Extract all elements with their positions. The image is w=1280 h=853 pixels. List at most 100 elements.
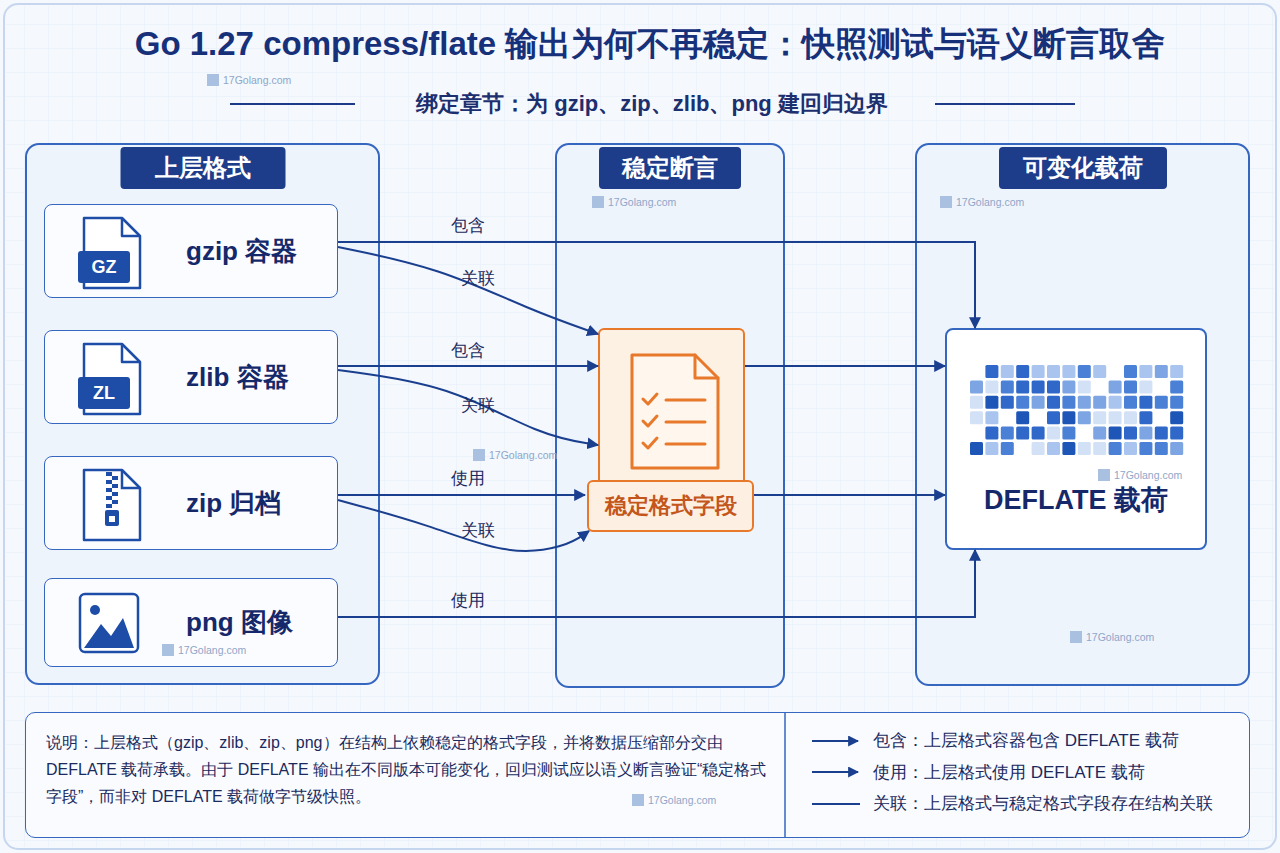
format-box: GZ gzip 容器 xyxy=(44,204,338,298)
edge-label: 包含 xyxy=(451,214,485,237)
mosaic-cell xyxy=(1093,396,1106,409)
edge-label: 关联 xyxy=(461,394,495,417)
mosaic-cell xyxy=(1078,380,1091,393)
mosaic-cell xyxy=(1062,396,1075,409)
zipper-teeth xyxy=(105,472,119,526)
mosaic-cell xyxy=(1170,365,1183,378)
mosaic-cell xyxy=(985,365,998,378)
panel-heading: 稳定断言 xyxy=(599,147,741,189)
connector-arrow xyxy=(338,550,975,617)
mosaic-cell xyxy=(1155,396,1168,409)
mosaic-cell xyxy=(1016,411,1029,424)
mosaic-cell xyxy=(1170,411,1183,424)
mosaic-cell xyxy=(1047,365,1060,378)
zipper-pull-hole xyxy=(109,516,115,522)
watermark: 17Golang.com xyxy=(207,73,291,87)
file-outline xyxy=(84,344,140,414)
legend-text: 使用：上层格式使用 DEFLATE 载荷 xyxy=(873,763,1145,782)
field-label: 稳定格式字段 xyxy=(587,480,754,532)
check-mark xyxy=(643,416,657,426)
zipper-tooth xyxy=(112,476,118,480)
format-label: zlib 容器 xyxy=(186,331,289,423)
mosaic-cell xyxy=(1062,365,1075,378)
png-image-icon xyxy=(80,594,138,652)
payload-label: DEFLATE 载荷 xyxy=(947,482,1205,518)
format-box: zip 归档 xyxy=(44,456,338,550)
zipper-tooth xyxy=(106,480,112,484)
mosaic-cell xyxy=(1001,365,1014,378)
watermark: 17Golang.com xyxy=(940,195,1024,209)
watermark: 17Golang.com xyxy=(592,195,676,209)
mosaic-cell xyxy=(1032,427,1045,440)
file-fold xyxy=(122,344,140,362)
mosaic-cell xyxy=(1062,380,1075,393)
grid-pattern xyxy=(6,6,1274,847)
edge-label: 关联 xyxy=(461,519,495,542)
mosaic-cell xyxy=(1078,411,1091,424)
note-divider xyxy=(784,713,786,837)
edge-label: 关联 xyxy=(461,267,495,290)
mosaic-cell xyxy=(1001,427,1014,440)
mosaic-cell xyxy=(1124,365,1137,378)
image-sun xyxy=(90,605,100,615)
watermark: 17Golang.com xyxy=(473,448,557,462)
format-label: gzip 容器 xyxy=(186,205,297,297)
connector-arrow xyxy=(745,365,945,367)
mosaic-cell xyxy=(1155,365,1168,378)
icon-label: GZ xyxy=(78,251,130,283)
connector-arrow xyxy=(338,494,585,496)
stable-field-box: 稳定格式字段 xyxy=(598,328,745,532)
page-frame xyxy=(4,4,1276,849)
mosaic-cell xyxy=(1078,442,1091,455)
mosaic-cell xyxy=(1109,396,1122,409)
mosaic-cell xyxy=(985,411,998,424)
legend-text: 关联：上层格式与稳定格式字段存在结构关联 xyxy=(873,794,1213,813)
image-mountains xyxy=(84,618,134,648)
mosaic-cell xyxy=(1047,380,1060,393)
mosaic-cell xyxy=(1032,442,1045,455)
gzip-file-icon xyxy=(84,218,140,288)
mosaic-cell xyxy=(970,411,983,424)
mosaic-cell xyxy=(1139,442,1152,455)
payload-mosaic xyxy=(970,365,1183,455)
zipper-pull xyxy=(105,510,119,526)
legend-arrow-sample xyxy=(812,740,858,742)
file-outline xyxy=(84,218,140,288)
mosaic-cell xyxy=(970,380,983,393)
connector-arrow xyxy=(338,365,598,367)
zipper-tooth xyxy=(106,488,112,492)
checklist-line xyxy=(666,443,705,446)
subtitle: 绑定章节：为 gzip、zip、zlib、png 建回归边界 xyxy=(416,89,888,119)
mosaic-cell xyxy=(1124,442,1137,455)
image-frame xyxy=(80,594,138,652)
connector-arrow xyxy=(338,370,598,445)
legend-entry: 关联：上层格式与稳定格式字段存在结构关联 xyxy=(873,791,1253,823)
icon-label: ZL xyxy=(78,377,130,409)
mosaic-cell xyxy=(1093,442,1106,455)
mosaic-cell xyxy=(1047,442,1060,455)
mosaic-cell xyxy=(1109,380,1122,393)
mosaic-cell xyxy=(970,442,983,455)
mosaic-cell xyxy=(1139,427,1152,440)
mosaic-cell xyxy=(1139,380,1152,393)
file-fold xyxy=(122,218,140,236)
payload-panel: 可变化载荷DEFLATE 载荷 xyxy=(915,143,1250,686)
zip-file-icon xyxy=(84,470,140,540)
mosaic-cell xyxy=(1016,427,1029,440)
mosaic-cell xyxy=(970,396,983,409)
mosaic-cell xyxy=(1109,427,1122,440)
legend: 包含：上层格式容器包含 DEFLATE 载荷使用：上层格式使用 DEFLATE … xyxy=(873,728,1253,823)
subtitle-rule xyxy=(935,103,1075,105)
check-mark xyxy=(643,438,657,448)
mosaic-cell xyxy=(985,380,998,393)
mosaic-cell xyxy=(1047,396,1060,409)
mosaic-cell xyxy=(1124,380,1137,393)
edge-label: 使用 xyxy=(451,589,485,612)
mosaic-cell xyxy=(985,427,998,440)
connector-arrow xyxy=(338,500,589,551)
mosaic-cell xyxy=(1062,411,1075,424)
mosaic-cell xyxy=(1093,427,1106,440)
